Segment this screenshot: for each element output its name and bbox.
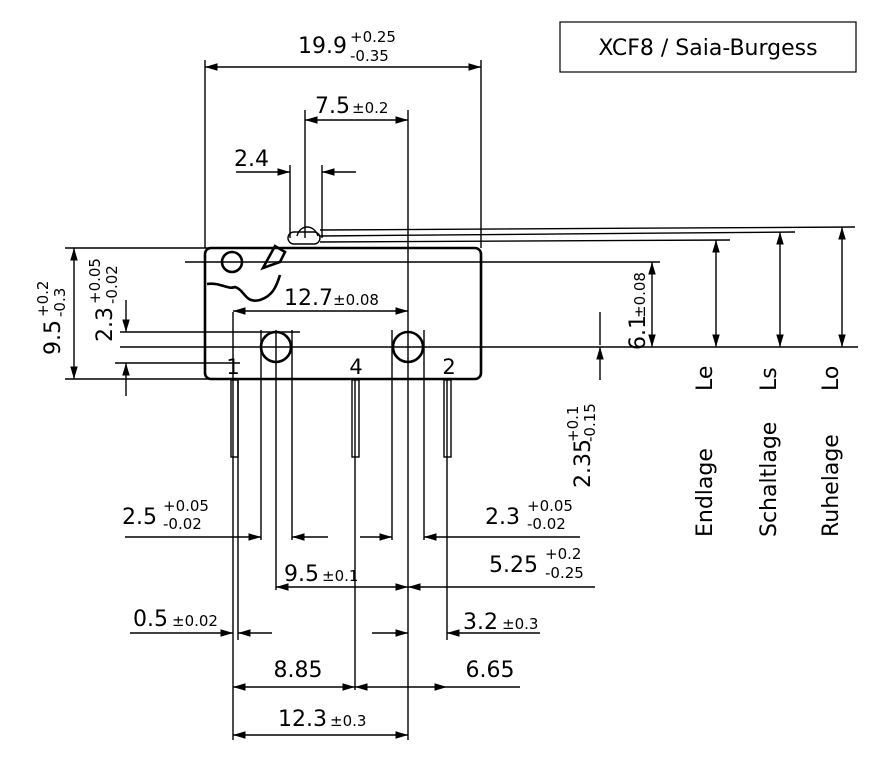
dim-overall-width: 19.9 <box>298 34 347 59</box>
endlage-symbol: Le <box>693 366 718 391</box>
dim-pin4-to-pin2: 6.65 <box>466 658 515 683</box>
dim-pin-depth-tol-upper: +0.1 <box>564 406 582 442</box>
dim-pin-span: 12.3 <box>278 707 327 732</box>
dim-actuator-width: 2.4 <box>234 147 269 172</box>
dim-pin-thickness-tol: ±0.02 <box>172 612 218 630</box>
dim-overall-width-tol-lower: -0.35 <box>350 47 389 65</box>
dim-right-offset-tol-upper: +0.2 <box>545 545 581 563</box>
dim-hole-spacing-tol: ±0.08 <box>333 291 379 309</box>
ruhelage-name: Ruhelage <box>819 434 844 537</box>
dim-hole-spacing: 12.7 <box>284 286 333 311</box>
dim-right-offset-tol-lower: -0.25 <box>545 564 584 582</box>
dim-pin-depth: 2.35 <box>571 439 596 488</box>
dim-pin-span-tol: ±0.3 <box>330 712 366 730</box>
dim-pin-depth-tol-lower: -0.15 <box>581 403 599 442</box>
dim-left-hole-dia-tol-upper: +0.05 <box>163 497 209 515</box>
dim-left-hole-dia: 2.5 <box>122 505 157 530</box>
endlage-name: Endlage <box>693 448 718 537</box>
dim-pin-offset-tol: ±0.3 <box>502 615 538 633</box>
dim-height-tol-upper: +0.2 <box>34 281 52 317</box>
pins <box>230 379 452 458</box>
dim-right-offset: 5.25 <box>489 553 538 578</box>
dim-right-hole-dia-tol-lower: -0.02 <box>527 515 566 533</box>
title-text: XCF8 / Saia-Burgess <box>598 36 817 61</box>
ruhelage-symbol: Lo <box>819 366 844 391</box>
dim-hole-to-pin: 9.5 <box>284 562 319 587</box>
schaltlage-symbol: Ls <box>757 367 782 391</box>
dim-pin1-to-pin4: 8.85 <box>274 658 323 683</box>
dim-height: 9.5 <box>41 320 66 355</box>
dim-pin-thickness: 0.5 <box>133 607 168 632</box>
extension-lines <box>65 60 858 740</box>
dim-hole-height: 2.3 <box>93 307 118 342</box>
title-box <box>559 21 857 73</box>
dim-hole-height-tol-lower: -0.02 <box>103 265 121 304</box>
dim-hole-to-top-tol: ±0.08 <box>631 272 649 318</box>
dimension-lines <box>70 63 846 739</box>
dim-right-hole-dia: 2.3 <box>485 505 520 530</box>
dim-height-tol-lower: -0.3 <box>51 288 69 317</box>
pin-2-label: 2 <box>442 355 455 379</box>
dim-right-hole-dia-tol-upper: +0.05 <box>527 497 573 515</box>
dim-left-hole-dia-tol-lower: -0.02 <box>163 515 202 533</box>
dim-actuator-offset: 7.5 <box>315 94 350 119</box>
dim-actuator-offset-tol: ±0.2 <box>352 99 388 117</box>
dim-hole-height-tol-upper: +0.05 <box>86 258 104 304</box>
dim-hole-to-pin-tol: ±0.1 <box>322 567 358 585</box>
pin-4-label: 4 <box>349 355 362 379</box>
dim-hole-to-top: 6.1 <box>626 315 651 350</box>
dim-overall-width-tol-upper: +0.25 <box>350 28 396 46</box>
schaltlage-name: Schaltlage <box>757 422 782 537</box>
dim-pin-offset: 3.2 <box>463 610 498 635</box>
